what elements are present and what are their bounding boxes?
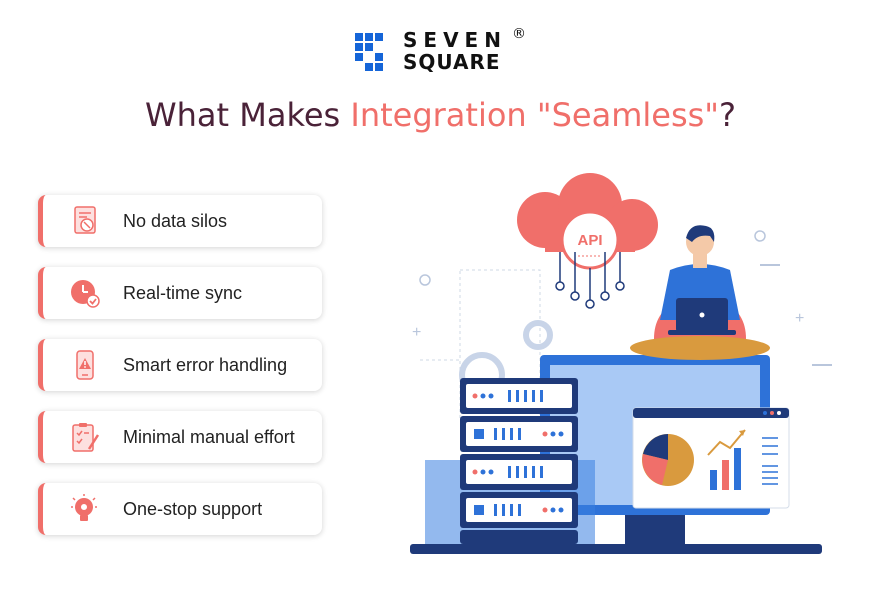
api-label: API	[577, 232, 602, 249]
feature-card-smart-error-handling: Smart error handling	[38, 339, 322, 391]
decor-circle	[419, 274, 431, 286]
feature-card-no-data-silos: No data silos	[38, 195, 322, 247]
feature-label: One-stop support	[123, 499, 263, 519]
feature-card-one-stop-support: One-stop support	[38, 483, 322, 535]
clock-check-icon	[71, 280, 100, 308]
title-highlight: Integration "Seamless"	[350, 96, 720, 134]
api-cloud-icon: API	[517, 173, 658, 270]
registered-mark: ®	[512, 26, 526, 42]
feature-card-minimal-manual-effort: Minimal manual effort	[38, 411, 322, 463]
server-stack	[425, 378, 595, 544]
legend-lines	[762, 437, 778, 485]
feature-card-real-time-sync: Real-time sync	[38, 267, 322, 319]
lightbulb-gear-icon	[71, 494, 97, 521]
person-with-laptop	[630, 225, 770, 360]
server-unit	[460, 416, 578, 452]
page-title: What Makes Integration "Seamless"?	[0, 96, 881, 134]
brand-logo: SEVEN SQUARE ®	[355, 26, 535, 74]
feature-label: Smart error handling	[123, 355, 288, 375]
bar-chart-icon	[707, 429, 746, 490]
cloud-connectors	[555, 252, 625, 309]
title-part-1: What Makes	[144, 96, 351, 134]
logo-line-1: SEVEN	[403, 28, 507, 52]
decor-plus: +	[795, 310, 804, 327]
pie-chart-icon	[642, 434, 694, 486]
feature-label: Minimal manual effort	[123, 427, 295, 447]
decor-circle	[754, 230, 766, 242]
decor-plus: +	[412, 324, 421, 341]
analytics-window	[632, 407, 790, 509]
logo-wordmark: SEVEN SQUARE	[403, 30, 507, 72]
phone-alert-icon	[76, 350, 94, 380]
server-unit	[460, 378, 578, 414]
data-silo-icon	[74, 206, 96, 234]
server-unit	[460, 492, 578, 528]
feature-label: Real-time sync	[123, 283, 243, 303]
title-part-3: ?	[719, 96, 736, 134]
server-unit	[460, 454, 578, 490]
integration-illustration: + + API	[410, 173, 832, 554]
feature-label: No data silos	[123, 211, 228, 231]
clipboard-edit-icon	[72, 423, 100, 452]
logo-mark-icon	[355, 33, 395, 73]
logo-line-2: SQUARE	[403, 50, 501, 74]
